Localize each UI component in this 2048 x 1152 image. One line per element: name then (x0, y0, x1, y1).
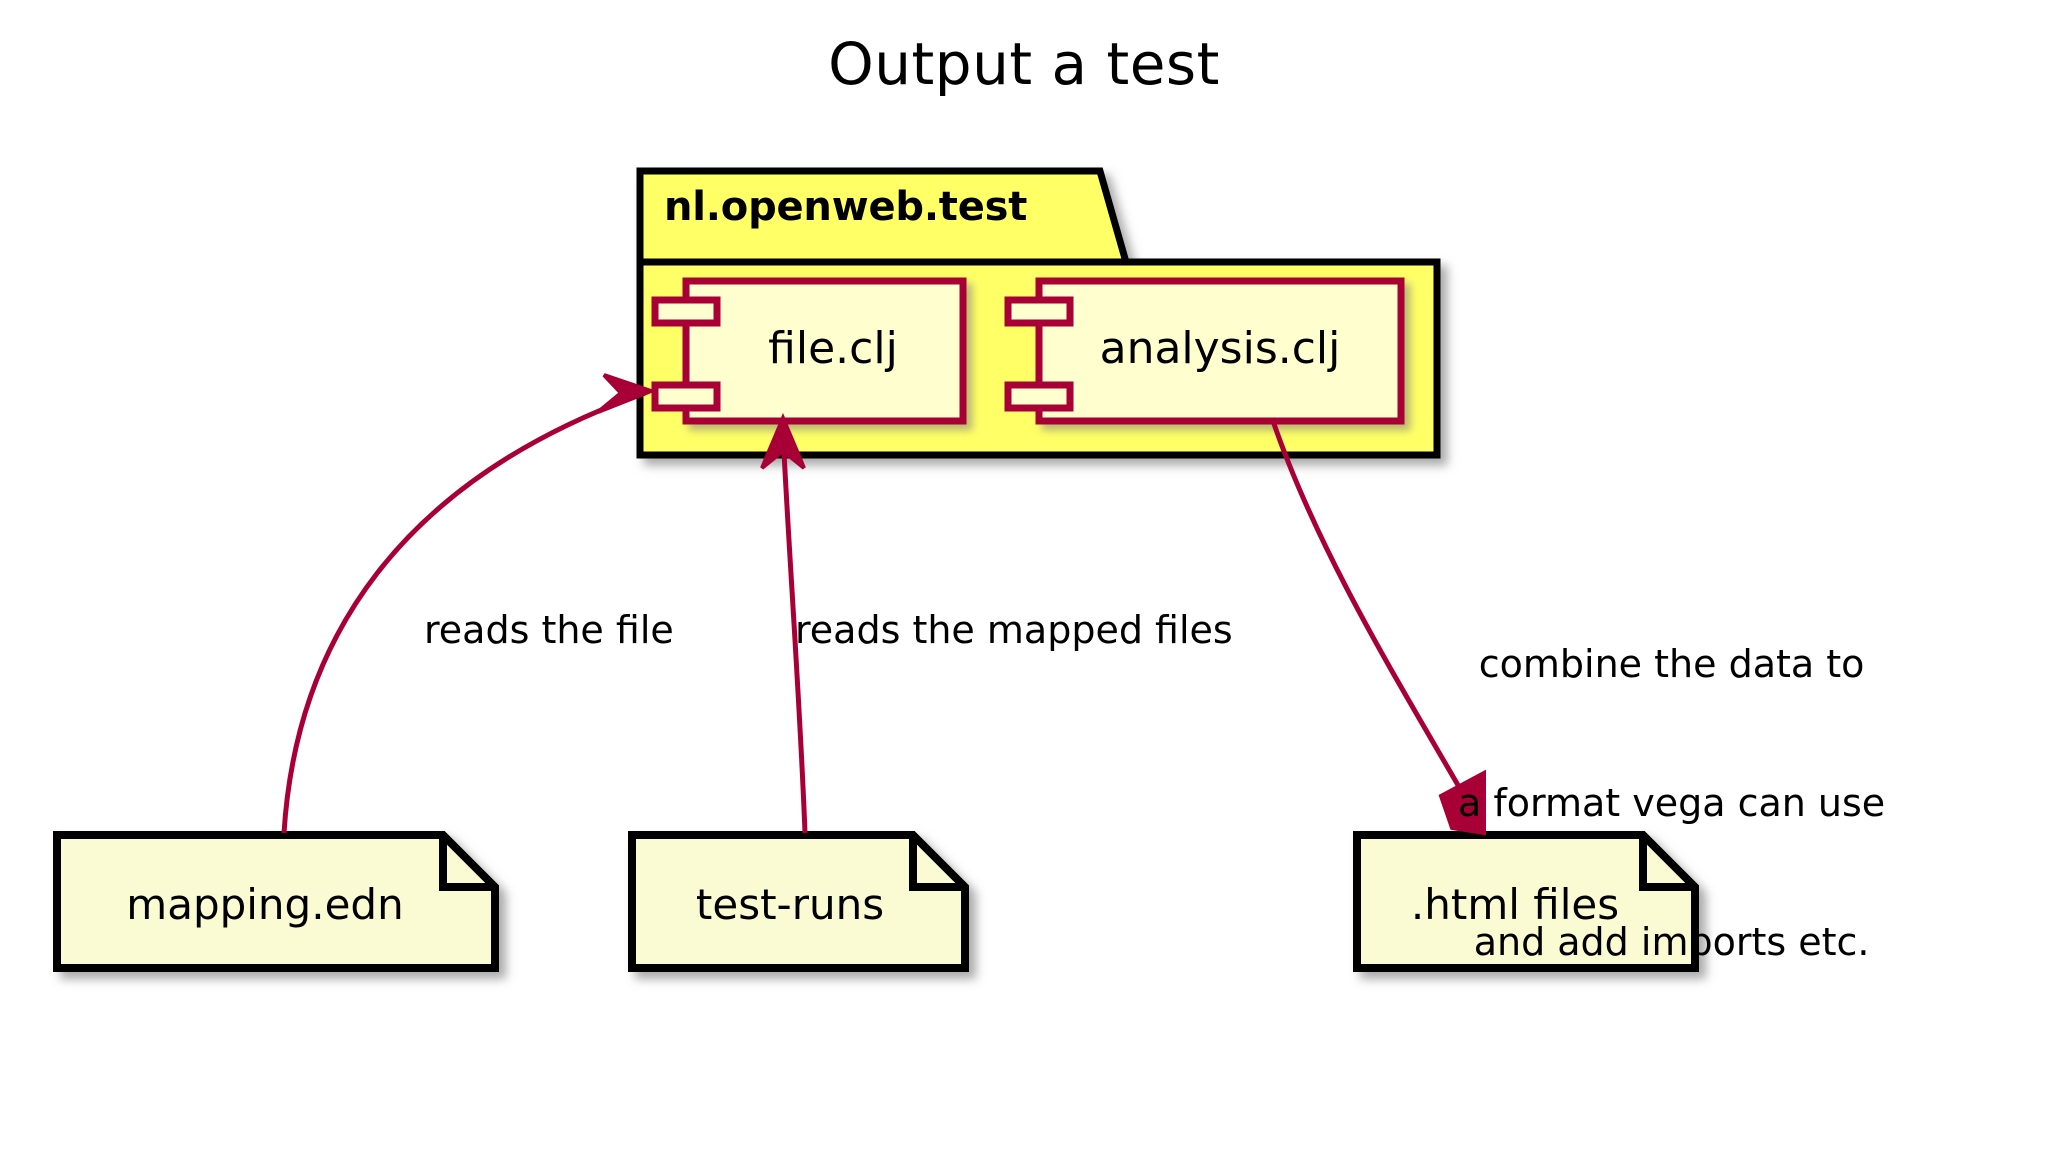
component-file-clj-port-bottom (651, 381, 721, 412)
edge-mapping-to-file-arrowhead (596, 373, 657, 414)
edge-label-combine-line-3: and add imports etc. (1473, 919, 1870, 964)
edge-analysis-to-html (1269, 417, 1486, 836)
artifact-label-html-files: .html files (1410, 880, 1620, 929)
component-analysis-clj-port-top (1004, 296, 1074, 327)
edge-mapping-to-file (281, 373, 657, 834)
edge-analysis-to-html-line (1269, 417, 1481, 822)
page-title: Output a test (828, 30, 1220, 98)
edge-label-combine-the-data: combine the data to a format vega can us… (1458, 548, 1885, 1058)
artifact-label-test-runs: test-runs (695, 880, 885, 929)
edge-label-combine-line-1: combine the data to (1478, 641, 1865, 686)
edge-label-reads-the-file: reads the file (424, 608, 674, 652)
component-label-analysis-clj: analysis.clj (1099, 323, 1341, 374)
package-title: nl.openweb.test (664, 184, 1028, 230)
edge-label-combine-line-2: a format vega can use (1458, 780, 1886, 825)
component-analysis-clj-port-bottom (1004, 381, 1074, 412)
edge-label-reads-the-mapped-files: reads the mapped files (795, 608, 1233, 652)
component-label-file-clj: file.clj (768, 323, 898, 374)
artifact-label-mapping-edn: mapping.edn (126, 880, 404, 929)
component-file-clj-port-top (651, 296, 721, 327)
edge-testruns-to-file-arrowhead (760, 412, 806, 470)
